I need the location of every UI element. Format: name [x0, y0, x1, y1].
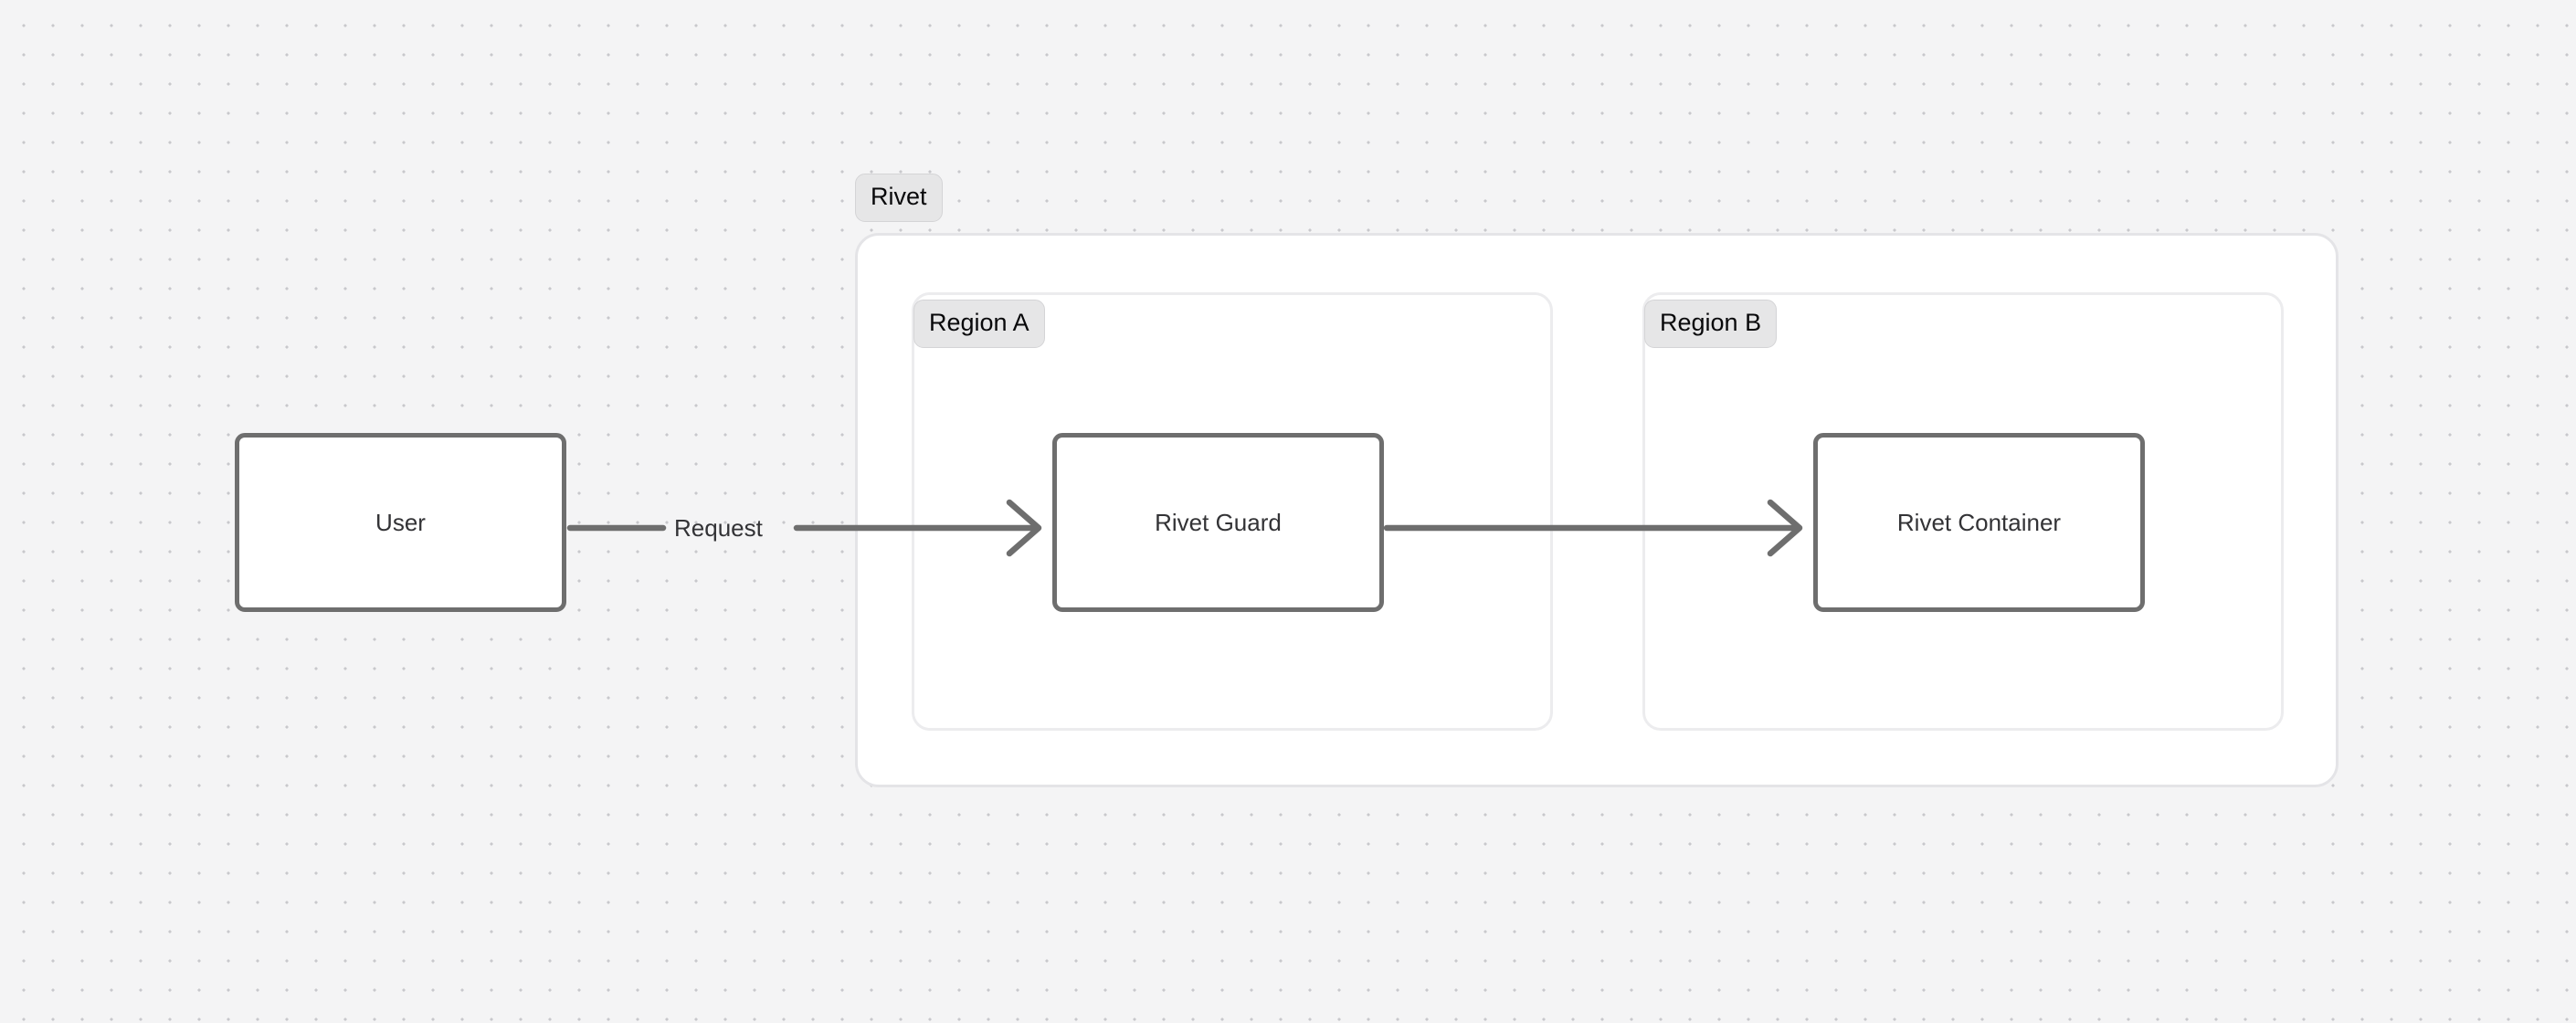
- node-user[interactable]: User: [235, 433, 566, 612]
- group-label-region-b[interactable]: Region B: [1644, 300, 1778, 348]
- node-rivet-guard[interactable]: Rivet Guard: [1052, 433, 1384, 612]
- node-rivet-container[interactable]: Rivet Container: [1813, 433, 2145, 612]
- node-rivet-guard-label: Rivet Guard: [1155, 509, 1282, 536]
- node-rivet-container-label: Rivet Container: [1896, 509, 2062, 536]
- group-label-region-a[interactable]: Region A: [913, 300, 1045, 348]
- edge-label-request: Request: [674, 514, 763, 542]
- node-user-label: User: [375, 509, 426, 536]
- group-label-rivet[interactable]: Rivet: [855, 174, 943, 222]
